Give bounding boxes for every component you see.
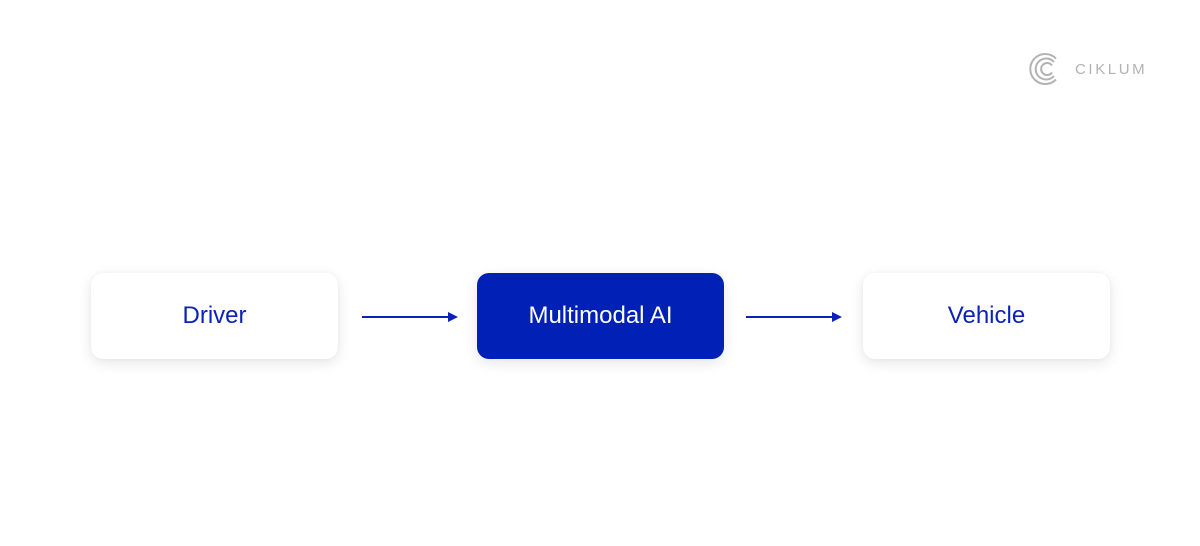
node-label: Vehicle <box>947 302 1026 329</box>
node-multimodal-ai: Multimodal AI <box>477 273 724 359</box>
ciklum-logo-icon <box>1029 53 1057 85</box>
logo-text: CIKLUM <box>1075 60 1148 78</box>
node-label: Driver <box>182 302 247 329</box>
node-driver: Driver <box>91 273 338 359</box>
ciklum-logo: CIKLUM <box>1029 51 1147 87</box>
arrow-right-icon <box>362 312 458 322</box>
node-label: Multimodal AI <box>528 302 673 329</box>
node-vehicle: Vehicle <box>863 273 1110 359</box>
arrow-right-icon <box>746 312 842 322</box>
